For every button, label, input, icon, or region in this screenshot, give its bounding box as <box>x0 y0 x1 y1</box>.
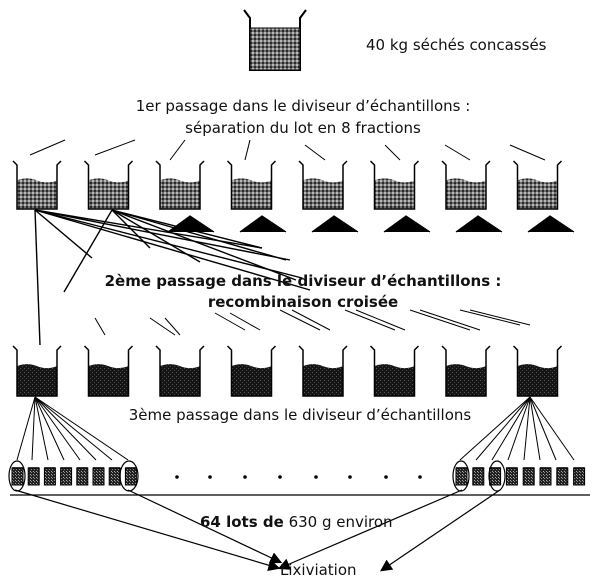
lots-mass-text: 630 g environ <box>288 513 393 531</box>
row2-container <box>512 345 563 397</box>
pass1-line2: séparation du lot en 8 fractions <box>185 119 421 137</box>
row1-container <box>12 160 62 210</box>
row2-container <box>12 345 62 397</box>
row1-container <box>369 160 420 210</box>
small-lot <box>76 467 89 486</box>
small-lot <box>124 467 137 486</box>
small-lot <box>108 467 121 486</box>
small-lot <box>522 467 535 486</box>
top-hopper <box>243 9 307 71</box>
recombination-lines <box>34 209 311 346</box>
arrows-to-lixiviation <box>14 489 501 572</box>
row1-container <box>226 160 277 210</box>
small-lot <box>539 467 552 486</box>
row2-container <box>226 345 277 397</box>
lots-left <box>11 467 137 486</box>
row1-container <box>441 160 491 210</box>
row1-containers <box>12 160 563 210</box>
row2-container <box>298 345 348 397</box>
lots-label: 64 lots de 630 g environ <box>200 513 420 531</box>
pass3-fan-right <box>459 396 575 461</box>
lots-right <box>455 467 586 486</box>
small-lot <box>455 467 468 486</box>
row1-container <box>155 160 205 210</box>
top-label: 40 kg séchés concassés <box>366 36 547 54</box>
selection-ellipses <box>8 460 506 492</box>
small-lot <box>556 467 569 486</box>
row1-feed-lines <box>29 139 546 161</box>
small-lot <box>60 467 73 486</box>
lots-count-text: 64 lots de <box>200 513 284 531</box>
row2-container <box>369 345 420 397</box>
row2-container <box>83 345 134 397</box>
final-label: Lixiviation <box>280 561 357 579</box>
small-lot <box>472 467 485 486</box>
small-lot <box>27 467 40 486</box>
row1-container <box>83 160 134 210</box>
pass1-line1: 1er passage dans le diviseur d’échantill… <box>135 97 471 115</box>
small-lot <box>489 467 502 486</box>
row2-container <box>155 345 205 397</box>
small-lot <box>505 467 518 486</box>
pass2-line2: recombinaison croisée <box>207 293 399 311</box>
row2-feed-lines <box>94 309 531 336</box>
pass3-fan-left <box>16 396 129 461</box>
row2-container <box>441 345 491 397</box>
small-lot <box>43 467 56 486</box>
small-lot <box>11 467 24 486</box>
row1-container <box>512 160 563 210</box>
small-lot <box>92 467 105 486</box>
pass2-line1: 2ème passage dans le diviseur d’échantil… <box>104 272 502 290</box>
pass3-label: 3ème passage dans le diviseur d’échantil… <box>128 406 472 424</box>
small-lot <box>573 467 586 486</box>
row1-container <box>298 160 348 210</box>
ellipsis-dots <box>175 475 422 479</box>
cross-wedges <box>167 215 575 233</box>
row2-containers <box>12 345 563 397</box>
